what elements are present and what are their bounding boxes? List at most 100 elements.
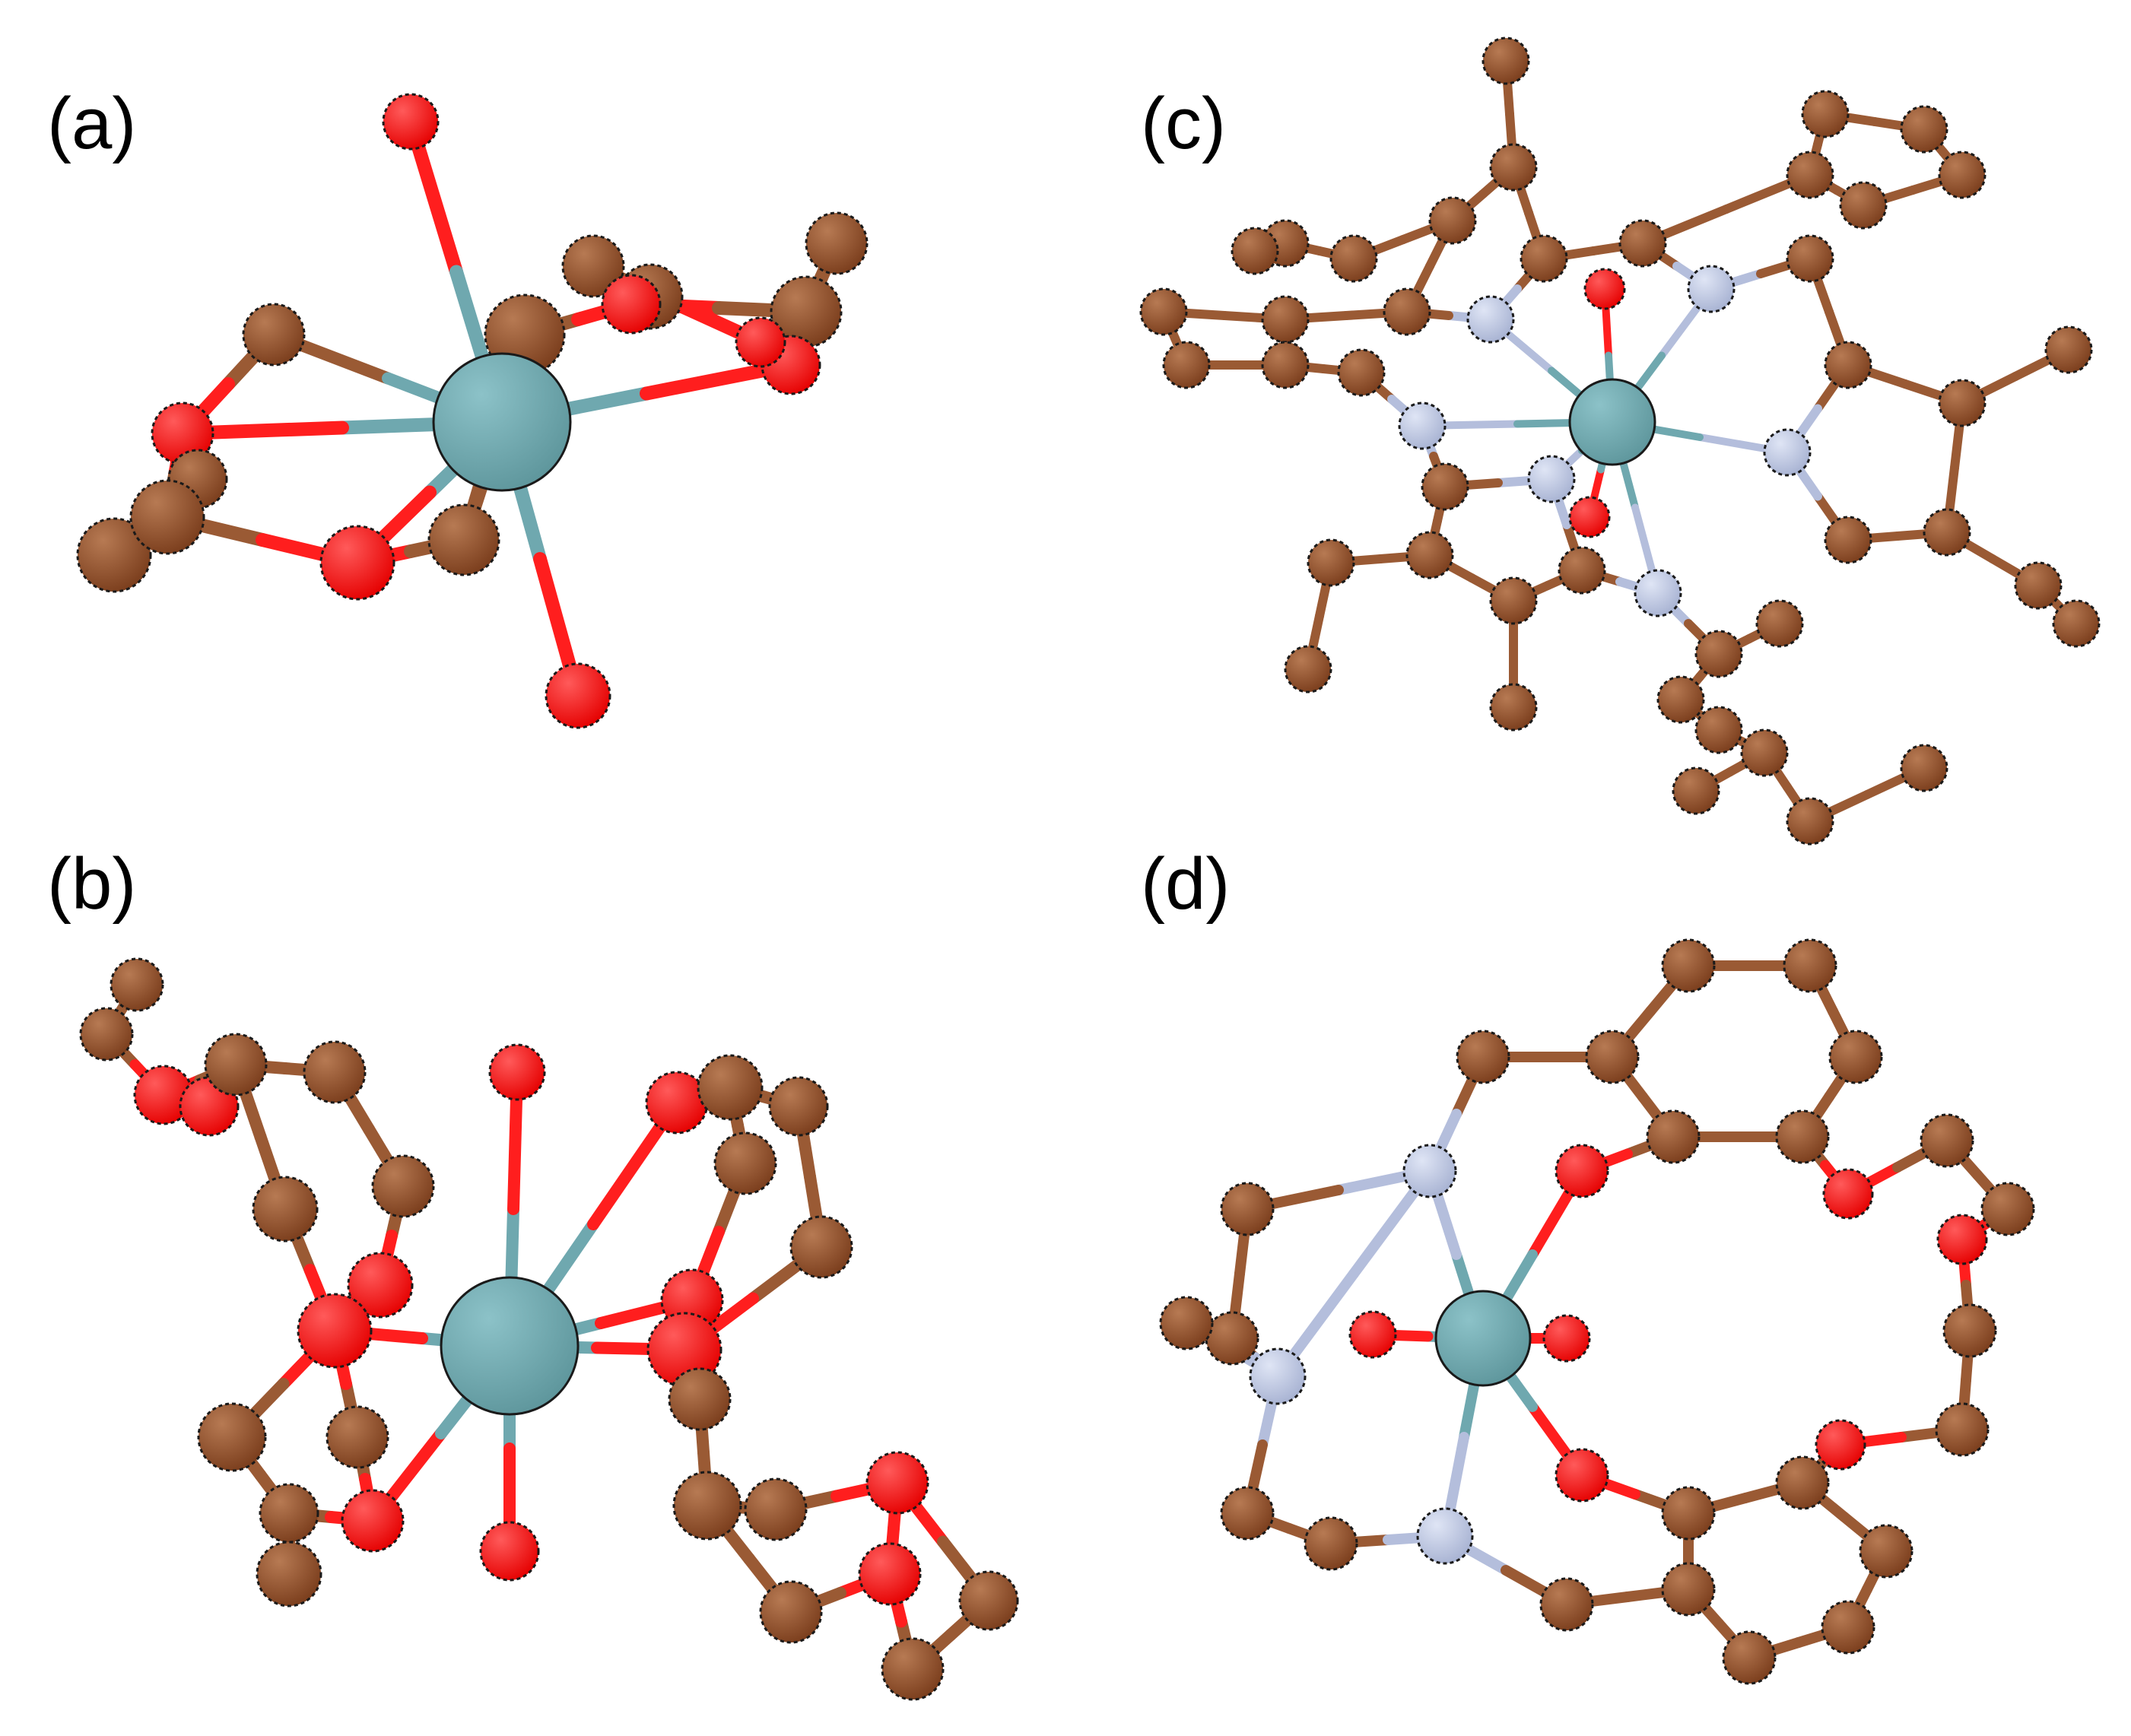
d-atom-c-16 xyxy=(1661,1562,1716,1617)
c-atom-n-41 xyxy=(1634,569,1682,617)
a-atom-c-1 xyxy=(242,303,306,367)
b-atom-c-22 xyxy=(789,1215,853,1279)
c-atom-c-1 xyxy=(1489,143,1538,192)
b-atom-c-32 xyxy=(881,1637,945,1701)
d-atom-c-31 xyxy=(1942,1303,1997,1358)
d-atom-c-3 xyxy=(1775,1109,1830,1164)
d-atom-c-1 xyxy=(1783,938,1837,993)
d-atom-m-26 xyxy=(1434,1290,1532,1387)
a-atom-o-8 xyxy=(735,316,786,368)
c-atom-c-14 xyxy=(1786,151,1834,199)
c-atom-o-9 xyxy=(1583,268,1626,310)
d-atom-c-9 xyxy=(1205,1311,1259,1366)
d-atom-c-0 xyxy=(1661,938,1716,993)
a-atom-o-4 xyxy=(601,274,662,335)
b-atom-o-15 xyxy=(341,1489,405,1553)
c-atom-o-34 xyxy=(1568,496,1611,538)
b-atom-c-6 xyxy=(252,1176,319,1242)
b-atom-o-17 xyxy=(479,1521,540,1582)
b-atom-o-10 xyxy=(488,1043,546,1101)
c-atom-c-30 xyxy=(1824,516,1872,564)
c-atom-c-20 xyxy=(1139,287,1188,336)
b-atom-m-11 xyxy=(440,1276,580,1416)
d-atom-c-13 xyxy=(1304,1516,1358,1571)
b-atom-c-4 xyxy=(204,1033,268,1097)
b-atom-c-19 xyxy=(697,1054,764,1121)
c-atom-c-22 xyxy=(1261,341,1310,389)
c-atom-c-47 xyxy=(1740,728,1789,777)
b-atom-c-16 xyxy=(256,1541,322,1607)
c-atom-c-50 xyxy=(1900,744,1948,792)
a-atom-c-14 xyxy=(427,503,500,576)
d-atom-o-33 xyxy=(1815,1419,1866,1471)
d-atom-c-6 xyxy=(1456,1030,1510,1084)
d-atom-c-4 xyxy=(1646,1109,1701,1164)
a-atoms xyxy=(76,93,869,729)
c-atom-c-13 xyxy=(1839,181,1888,230)
b-atom-c-20 xyxy=(768,1076,829,1137)
b-atom-c-21 xyxy=(713,1131,777,1195)
b-atom-o-9 xyxy=(297,1293,373,1369)
d-atom-c-2 xyxy=(1828,1030,1883,1084)
c-atom-c-31 xyxy=(2014,561,2063,610)
b-atom-c-25 xyxy=(668,1367,732,1431)
molecule-panel-b xyxy=(79,957,1019,1701)
c-atom-c-5 xyxy=(1231,227,1279,275)
a-atom-o-13 xyxy=(319,525,395,601)
c-atom-c-21 xyxy=(1162,341,1211,389)
c-atom-c-35 xyxy=(1421,462,1469,511)
b-atom-c-1 xyxy=(79,1007,134,1062)
c-atom-c-32 xyxy=(2052,599,2101,648)
d-atom-n-7 xyxy=(1402,1144,1457,1198)
b-atom-c-26 xyxy=(672,1471,742,1541)
c-atom-c-48 xyxy=(1672,766,1720,815)
d-atom-c-19 xyxy=(1859,1524,1913,1579)
panel-label-c: (c) xyxy=(1141,83,1226,164)
b-atom-c-7 xyxy=(371,1154,435,1218)
d-atom-c-15 xyxy=(1539,1577,1594,1632)
b-atom-c-30 xyxy=(958,1570,1019,1631)
d-atom-c-8 xyxy=(1220,1182,1275,1236)
c-atom-c-45 xyxy=(1656,675,1705,724)
c-atom-c-29 xyxy=(1923,508,1971,557)
c-atom-n-33 xyxy=(1527,455,1576,503)
c-atom-c-28 xyxy=(2044,325,2093,374)
panel-label-b: (b) xyxy=(47,843,136,925)
b-atom-o-29 xyxy=(858,1542,922,1606)
c-atom-c-7 xyxy=(1618,219,1667,268)
c-atom-c-42 xyxy=(1489,683,1538,732)
d-atom-c-17 xyxy=(1661,1486,1716,1541)
molecule-panel-c xyxy=(1139,36,2101,846)
d-atom-c-32 xyxy=(1935,1402,1990,1457)
c-atom-c-43 xyxy=(1694,630,1743,678)
c-atom-c-38 xyxy=(1284,645,1332,693)
d-atom-o-23 xyxy=(1555,1448,1609,1503)
c-atom-c-16 xyxy=(1824,341,1872,389)
d-atom-o-24 xyxy=(1348,1310,1397,1359)
a-atom-o-0 xyxy=(382,93,440,151)
c-atom-n-26 xyxy=(1763,428,1812,477)
c-atom-c-19 xyxy=(1261,295,1310,344)
c-atom-c-36 xyxy=(1405,531,1454,579)
b-atoms xyxy=(79,957,1019,1701)
d-atom-o-25 xyxy=(1542,1314,1591,1363)
a-atom-m-17 xyxy=(432,352,572,492)
a-atom-c-12 xyxy=(129,479,205,555)
c-atom-c-39 xyxy=(1489,576,1538,625)
b-atom-c-5 xyxy=(303,1040,367,1104)
b-atom-c-14 xyxy=(259,1483,319,1544)
b-atom-c-12 xyxy=(197,1402,267,1472)
c-atom-c-11 xyxy=(1900,105,1948,154)
c-atom-c-46 xyxy=(1694,706,1743,754)
c-atom-c-6 xyxy=(1520,234,1568,283)
c-atom-c-44 xyxy=(1755,599,1804,648)
panel-label-d: (d) xyxy=(1141,843,1230,925)
d-atom-c-12 xyxy=(1220,1486,1275,1541)
d-atom-c-5 xyxy=(1585,1030,1640,1084)
a-atom-c-3 xyxy=(561,234,625,298)
c-atom-n-8 xyxy=(1687,265,1736,313)
d-atom-o-27 xyxy=(1822,1168,1874,1220)
b-atom-c-31 xyxy=(759,1580,823,1644)
b-atom-c-0 xyxy=(110,957,164,1012)
